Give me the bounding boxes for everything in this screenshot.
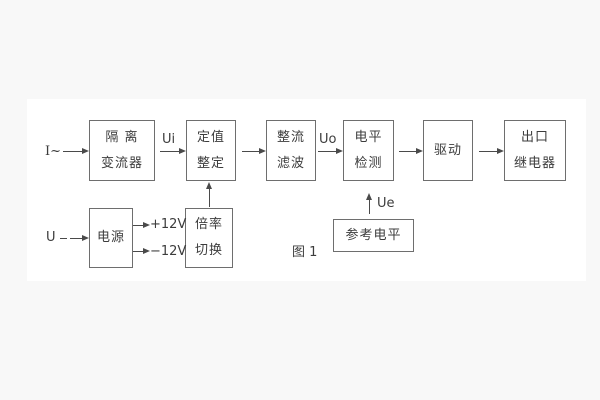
block-ratio-switch-line2: 切换	[194, 243, 223, 258]
block-setting-adjust: 定值 整定	[186, 120, 236, 181]
rail-neg-12v-label: −12V	[150, 244, 187, 259]
arrow-current-to-isolation	[63, 148, 89, 154]
block-isolation-transformer: 隔 离 变流器	[89, 120, 155, 181]
block-ratio-switch-line1: 倍率	[194, 217, 223, 232]
block-level-detect-line1: 电平	[354, 129, 383, 145]
block-output-relay-line1: 出口	[520, 129, 549, 145]
block-power-supply: 电源	[89, 208, 133, 268]
block-rectifier-filter-line2: 滤波	[276, 155, 305, 171]
block-output-relay-line2: 继电器	[513, 155, 556, 171]
arrow-ratio-to-setting	[206, 182, 212, 207]
block-driver-line1: 驱动	[433, 142, 462, 158]
arrow-rectifier-to-level	[318, 148, 343, 154]
line-voltage-dash	[60, 238, 67, 239]
block-reference-level: 参考电平	[333, 219, 414, 252]
block-rectifier-filter: 整流 滤波	[266, 120, 316, 181]
block-rectifier-filter-line1: 整流	[276, 129, 305, 145]
block-ratio-switch: 倍率 切换	[185, 208, 233, 268]
block-driver: 驱动	[423, 120, 473, 181]
block-power-supply-line1: 电源	[96, 230, 125, 245]
arrow-power-to-neg12	[133, 248, 150, 254]
arrow-setting-to-rectifier	[242, 148, 266, 154]
signal-uo-label: Uo	[319, 132, 337, 147]
arrow-isolation-to-setting	[160, 148, 186, 154]
block-isolation-transformer-line2: 变流器	[100, 155, 143, 171]
arrow-driver-to-relay	[479, 148, 504, 154]
block-isolation-transformer-line1: 隔 离	[105, 129, 139, 145]
block-level-detect: 电平 检测	[343, 120, 394, 181]
arrow-level-to-driver	[399, 148, 423, 154]
block-level-detect-line2: 检测	[354, 155, 383, 171]
signal-ui-label: Ui	[162, 132, 176, 147]
arrow-voltage-to-power	[70, 235, 89, 241]
input-voltage-label: U	[46, 230, 56, 245]
rail-pos-12v-label: +12V	[150, 217, 187, 232]
signal-ue-label: Ue	[377, 196, 395, 211]
block-setting-adjust-line2: 整定	[196, 155, 225, 171]
figure-caption: 图 1	[292, 245, 318, 260]
block-output-relay: 出口 继电器	[504, 120, 566, 181]
block-reference-level-line1: 参考电平	[345, 227, 402, 243]
arrow-reference-to-level	[366, 193, 372, 214]
input-current-label: I~	[45, 144, 62, 159]
arrow-power-to-pos12	[133, 222, 150, 228]
block-setting-adjust-line1: 定值	[196, 129, 225, 145]
